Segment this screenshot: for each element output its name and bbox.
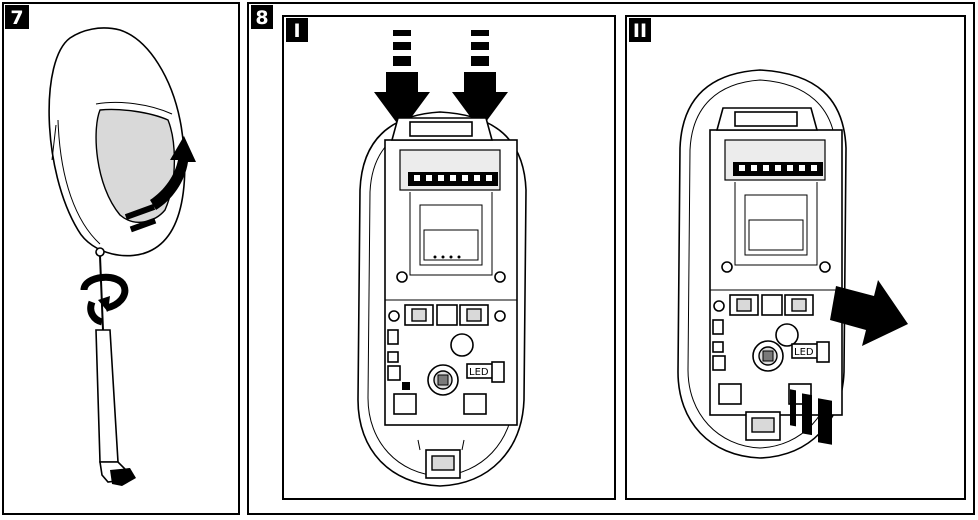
detector-housing (48, 27, 186, 257)
substep-II-badge (629, 18, 651, 42)
substep-I-badge (286, 18, 308, 42)
step-8-number: 8 (255, 7, 268, 29)
pull-out-arrow (790, 280, 908, 445)
step-7-panel: 7 (2, 2, 240, 515)
pcb-board-I: LED (384, 117, 518, 426)
step-8-badge (251, 5, 273, 29)
substep-I-panel: I (282, 15, 616, 500)
led-label-II: LED (794, 347, 814, 358)
bottom-clip-II (745, 411, 781, 441)
step-7-badge (5, 5, 29, 29)
substep-II-panel: II (625, 15, 966, 500)
rotate-arrow-icon (80, 273, 129, 326)
pcb-board-II (709, 107, 843, 416)
press-down-arrows (374, 30, 508, 130)
step-7-number: 7 (10, 7, 23, 29)
substep-II-label: II (633, 20, 647, 42)
lift-cover-arrow (150, 136, 196, 210)
substep-I-label: I (293, 20, 300, 42)
screwdriver (95, 247, 136, 486)
led-label-I: LED (469, 367, 489, 378)
bottom-clip-I (417, 439, 465, 479)
